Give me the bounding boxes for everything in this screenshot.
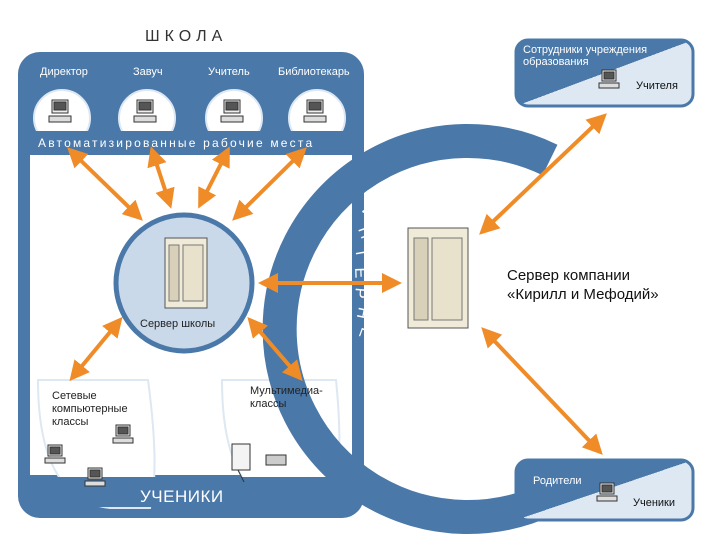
computer-icon xyxy=(303,99,327,123)
role-librarian: Библиотекарь xyxy=(278,66,350,78)
arrows xyxy=(67,113,607,455)
company-server-icon xyxy=(407,227,469,329)
workstations-label: Автоматизированные рабочие места xyxy=(38,136,315,150)
computer-icon xyxy=(133,99,157,123)
computer-icon xyxy=(44,444,66,464)
projector-screen-icon xyxy=(231,443,251,483)
staff-panel-sublabel: Учителя xyxy=(636,80,678,92)
computer-icons-top xyxy=(48,99,327,123)
arrow xyxy=(232,147,307,221)
network-class-computers xyxy=(44,424,134,487)
projector-icon xyxy=(265,454,287,466)
students-label: УЧЕНИКИ xyxy=(140,487,224,506)
school-server-label: Сервер школы xyxy=(140,318,216,330)
parents-panel-sublabel: Ученики xyxy=(633,497,676,509)
computer-icon xyxy=(220,99,244,123)
computer-icon xyxy=(48,99,72,123)
students-band xyxy=(30,477,352,507)
company-server-label-line2: «Кирилл и Мефодий» xyxy=(507,286,659,303)
role-deputy: Завуч xyxy=(133,66,163,78)
multimedia-classes-label: Мультимедиа-классы xyxy=(250,385,323,410)
arrow xyxy=(67,147,143,221)
internet-letter: Р xyxy=(350,286,369,300)
arrow xyxy=(69,316,123,382)
arrow xyxy=(198,146,230,209)
school-title: ШКОЛА xyxy=(145,28,228,45)
arrow xyxy=(147,146,175,209)
arrow xyxy=(481,327,603,455)
role-director: Директор xyxy=(40,66,88,78)
company-server-label-line1: Сервер компании xyxy=(507,267,631,284)
arrow xyxy=(479,113,607,235)
parents-panel-title: Родители xyxy=(533,475,582,487)
arrow xyxy=(247,316,303,382)
computer-icon xyxy=(84,467,106,487)
computer-icon xyxy=(596,482,618,502)
internet-letter: Е xyxy=(351,267,369,279)
staff-panel-title: Сотрудники учреждения образования xyxy=(523,44,648,68)
computer-icon xyxy=(598,69,620,89)
school-server-icon xyxy=(164,237,208,309)
computer-icon xyxy=(112,424,134,444)
role-teacher: Учитель xyxy=(208,66,250,78)
network-classes-label: Сетевые компьютерные классы xyxy=(52,390,128,428)
company-server-label: Сервер компании «Кирилл и Мефодий» xyxy=(507,266,707,304)
